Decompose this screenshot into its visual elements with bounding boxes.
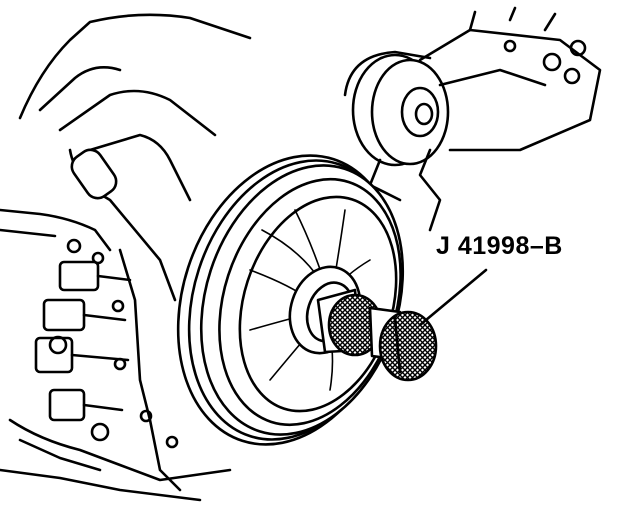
- puller-tool: [316, 288, 438, 382]
- callout-leader-line: [418, 268, 488, 327]
- tool-callout-label: J 41998–B: [436, 232, 563, 260]
- idler-pulley: [343, 6, 602, 232]
- crankshaft-balancer: [176, 154, 405, 446]
- side-brackets: [34, 238, 179, 449]
- engine-block: [0, 13, 252, 502]
